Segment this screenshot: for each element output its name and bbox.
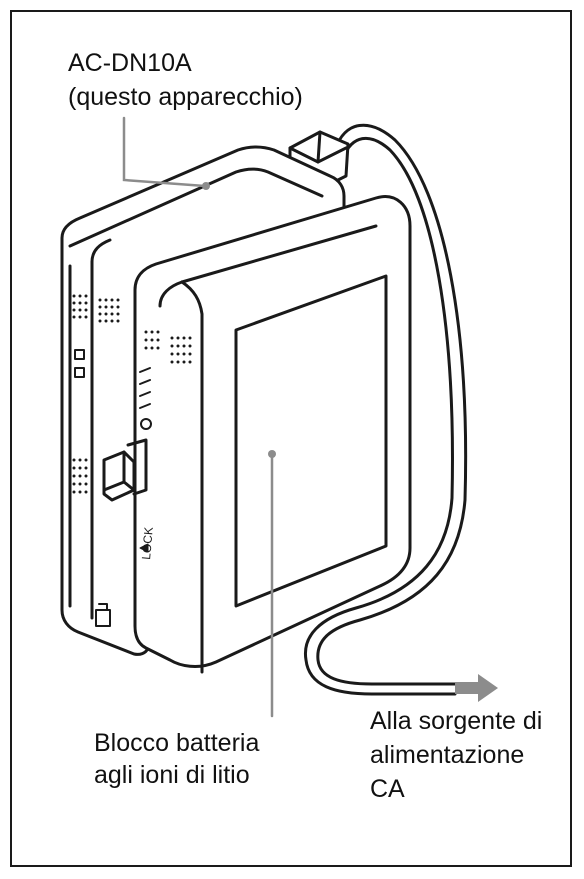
power-label-line3: CA xyxy=(370,775,405,803)
ac-adapter-body xyxy=(60,145,346,656)
figure-frame xyxy=(10,10,572,867)
ac-cable-inner xyxy=(303,136,457,696)
battery-level-indicator xyxy=(139,367,152,430)
leader-dot-battery xyxy=(268,450,276,458)
battery-label-line2: agli ioni di litio xyxy=(94,761,250,789)
vent-grille-left xyxy=(72,294,120,494)
power-label-line1: Alla sorgente di xyxy=(370,707,543,735)
battery-label-line1: Blocco batteria xyxy=(94,729,260,757)
leader-dot-adapter xyxy=(202,182,210,190)
vent-grille-battery xyxy=(144,330,192,364)
bottom-connector-icon xyxy=(95,609,111,627)
ac-cable xyxy=(316,123,468,686)
battery-front-panel xyxy=(234,274,388,608)
leader-line-adapter xyxy=(122,116,207,188)
power-label-line2: alimentazione xyxy=(370,741,525,769)
adapter-name-label: AC-DN10A xyxy=(68,49,192,77)
indicator-led-2 xyxy=(74,367,85,378)
lock-arrow-icon xyxy=(139,543,149,553)
release-latch xyxy=(102,450,136,502)
battery-body xyxy=(133,195,412,668)
lock-text: LOCK xyxy=(139,526,156,560)
adapter-desc-label: (questo apparecchio) xyxy=(68,83,303,111)
power-arrow-icon xyxy=(455,674,498,702)
indicator-led-1 xyxy=(74,349,85,360)
